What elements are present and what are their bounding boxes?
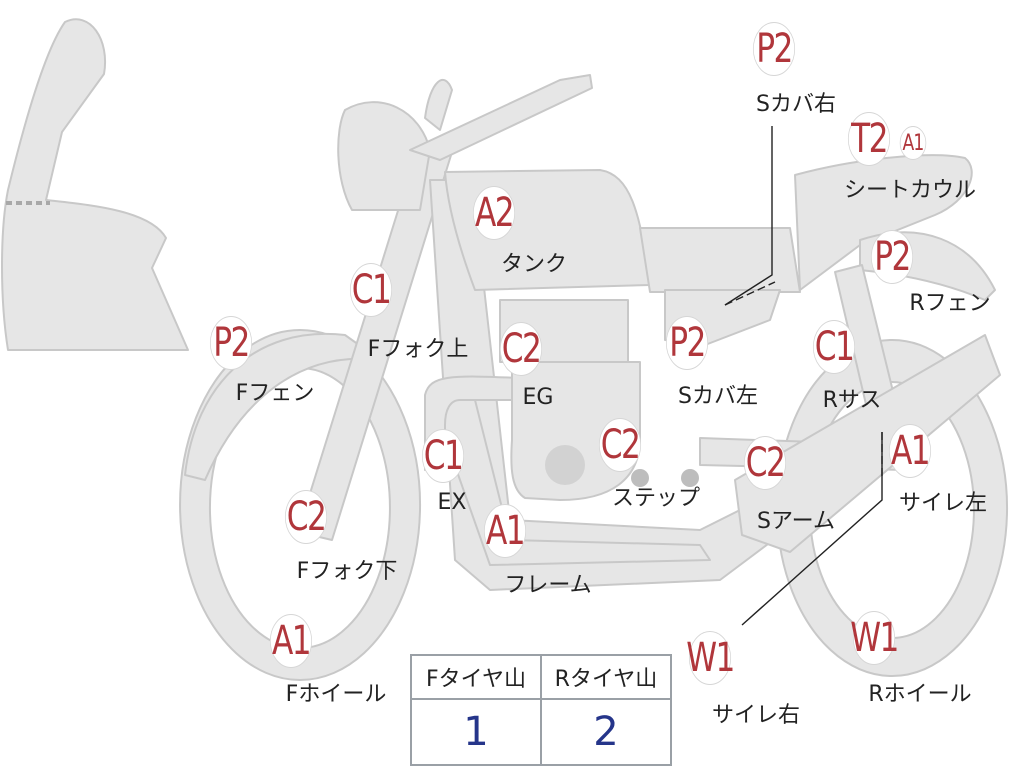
leader-line-s-cover-right [724, 126, 773, 306]
handlebar-shape [409, 74, 593, 161]
grade-badge-engine: C2 [499, 322, 543, 376]
header-rear-tire-tread: Rタイヤ山 [540, 654, 672, 700]
grade-badge-seat-cowl: T2 [847, 112, 891, 166]
label-f-wheel: Fホイール [285, 682, 387, 707]
grade-badge-muffler-left: A1 [888, 424, 932, 478]
grade-badge-r-fender: P2 [870, 230, 914, 284]
grade-badge-r-suspension: C1 [812, 320, 856, 374]
label-f-fender: Fフェン [235, 381, 315, 406]
label-r-wheel: Rホイール [868, 682, 972, 707]
grade-badge-frame: A1 [483, 504, 527, 558]
grade-badge-f-fork-lower: C2 [284, 490, 328, 544]
leader-line-muffler [741, 432, 883, 626]
headlight-shape [337, 101, 431, 211]
label-frame: フレーム [504, 573, 592, 598]
label-f-fork-lower: Fフォク下 [296, 559, 398, 584]
tire-tread-table: Fタイヤ山 Rタイヤ山 1 2 [410, 654, 672, 766]
label-s-cover-left: Sカバ左 [678, 384, 758, 409]
seat-cowl-shape [794, 154, 973, 291]
label-muffler-left: サイレ左 [898, 491, 988, 516]
value-rear-tire-tread: 2 [540, 698, 672, 766]
value-front-tire-tread: 1 [410, 698, 542, 766]
mirror-shape [424, 78, 453, 131]
grade-badge-f-fork-upper: C1 [349, 263, 393, 317]
header-front-tire-tread: Fタイヤ山 [410, 654, 542, 700]
grade-badge-exhaust: C1 [421, 429, 465, 483]
windshield-shape [1, 18, 189, 351]
grade-badge-s-cover-right: P2 [752, 22, 796, 76]
label-swing-arm: Sアーム [757, 509, 835, 534]
label-r-fender: Rフェン [909, 291, 991, 316]
label-tank: タンク [500, 252, 568, 277]
grade-badge-r-wheel: W1 [850, 611, 899, 665]
grade-badge-swing-arm: C2 [743, 436, 787, 490]
leader-line-s-cover-right-dash [724, 281, 776, 306]
grade-badge-s-cover-left: P2 [665, 316, 709, 370]
label-step: ステップ [611, 486, 701, 511]
label-s-cover-right: Sカバ右 [756, 92, 836, 117]
grade-badge-f-fender: P2 [209, 316, 253, 370]
grade-badge-muffler-right: W1 [686, 631, 735, 685]
grade-badge-tank: A2 [472, 186, 516, 240]
label-f-fork-upper: Fフォク上 [367, 337, 469, 362]
grade-badge-step: C2 [598, 418, 642, 472]
grade-badge-seat-cowl-extra: A1 [899, 126, 927, 160]
label-seat-cowl: シートカウル [843, 178, 977, 203]
label-muffler-right: サイレ右 [711, 703, 801, 728]
grade-badge-f-wheel: A1 [269, 614, 313, 668]
label-engine: EG [522, 385, 554, 410]
seat-shape [639, 227, 801, 293]
label-r-suspension: Rサス [822, 388, 882, 413]
label-exhaust: EX [437, 490, 467, 515]
